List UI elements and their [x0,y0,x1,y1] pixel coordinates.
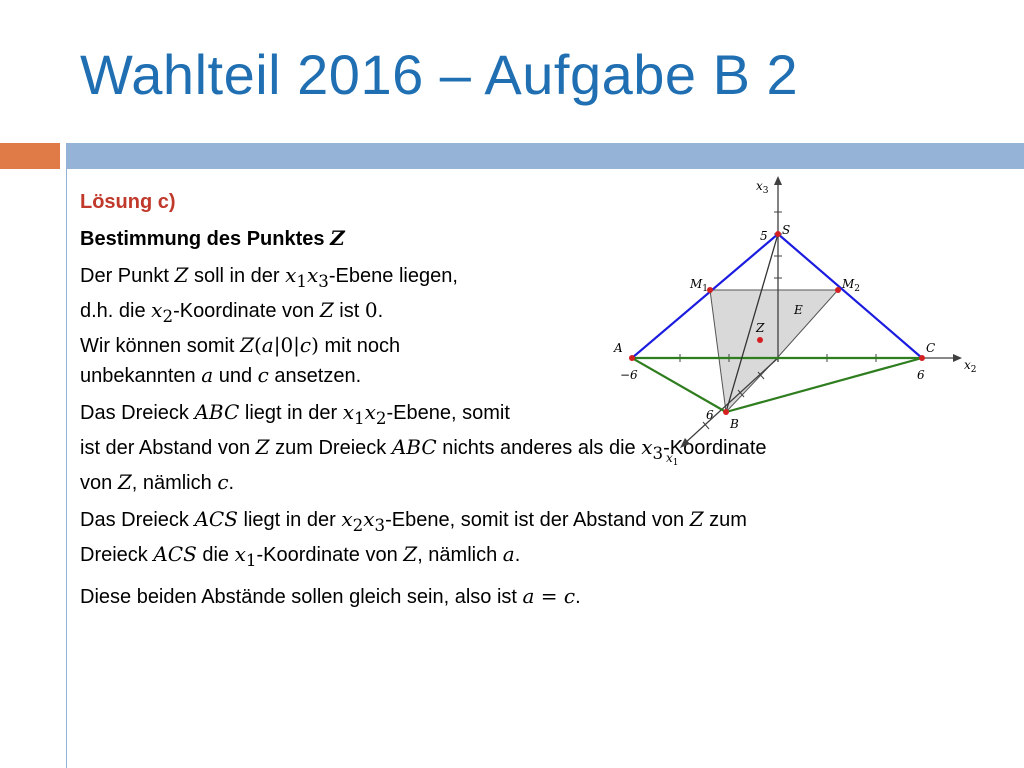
label-S: S [782,223,790,237]
paragraph-conclusion: Diese beiden Abstände sollen gleich sein… [80,584,581,608]
points [629,231,925,415]
accent-bar-orange [0,143,60,169]
x3-arrow-head [774,176,782,185]
point-M2 [835,287,841,293]
label-M2: M2 [841,277,860,294]
x1-arrow-head [680,438,690,448]
label-B: B [729,417,739,431]
shaded-plane-region [709,289,840,414]
point-Z [757,337,763,343]
paragraph-triangle-acs: Das Dreieck ACS liegt in der x2x3-Ebene,… [80,507,747,570]
coordinate-diagram: x3 x2 x1 S A C B Z E M1 M2 5 −6 6 6 [613,176,977,468]
label-x3: x3 [756,179,769,196]
tick-label-6-x2: 6 [917,368,925,382]
label-E: E [793,303,803,317]
slide-body: Lösung c) Bestimmung des Punktes Z Der P… [80,188,1010,619]
paragraph-triangle-abc: Das Dreieck ABC liegt in der x1x2-Ebene,… [80,400,767,494]
point-M1 [707,287,713,293]
left-divider-line [66,169,67,768]
edge-CS [777,233,923,359]
edge-AS [631,233,779,359]
edge-BC [725,356,923,414]
point-B [723,409,729,415]
section-heading: Bestimmung des Punktes Z [80,226,345,250]
point-A [629,355,635,361]
point-C [919,355,925,361]
slide-title: Wahlteil 2016 – Aufgabe B 2 [80,43,799,106]
tick-label-minus6: −6 [620,368,638,382]
edge-SB [725,233,779,413]
paragraph-plane-x1x3: Der Punkt Z soll in der x1x3-Ebene liege… [80,263,458,387]
point-S [775,231,781,237]
label-Z: Z [755,321,765,335]
x1-axis [683,357,779,445]
label-x1: x1 [666,451,679,468]
label-A: A [613,341,623,355]
label-C: C [926,341,935,355]
accent-bar-blue [66,143,1024,169]
edge-AB [631,357,727,413]
tick-label-5: 5 [760,229,768,243]
label-M1: M1 [689,277,708,294]
tick-label-6-x1: 6 [706,408,714,422]
label-x2: x2 [964,358,977,375]
solution-label: Lösung c) [80,191,176,213]
x2-arrow-head [953,354,962,362]
